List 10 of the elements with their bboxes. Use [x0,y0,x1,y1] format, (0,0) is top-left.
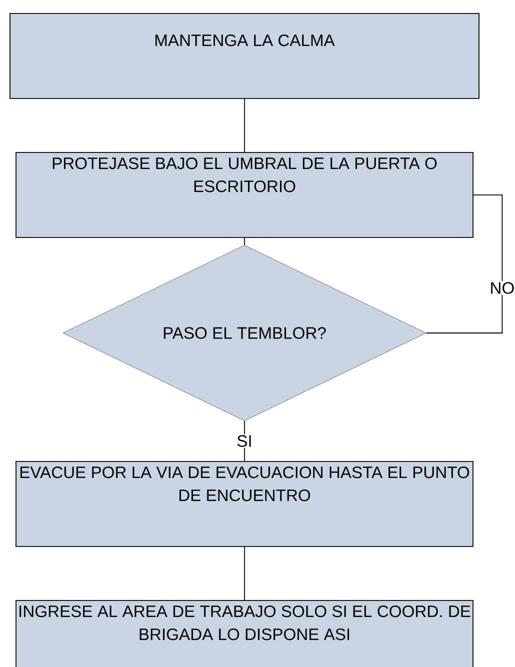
process-box: EVACUE POR LA VIA DE EVACUACION HASTA EL PUNTO DE ENCUENTRO [16,461,474,547]
connector-line [244,546,245,600]
process-box: PROTEJASE BAJO EL UMBRAL DE LA PUERTA O ESCRITORIO [16,152,474,238]
connector-line [426,194,503,334]
edge-label: NO [488,281,515,295]
process-box: MANTENGA LA CALMA [10,13,480,99]
connector-line [244,98,245,152]
process-box: INGRESE AL AREA DE TRABAJO SOLO SI EL COORD. DE BRIGADA LO DISPONE ASI [16,600,474,667]
connector-line [244,237,245,246]
edge-label: SI [236,434,254,448]
